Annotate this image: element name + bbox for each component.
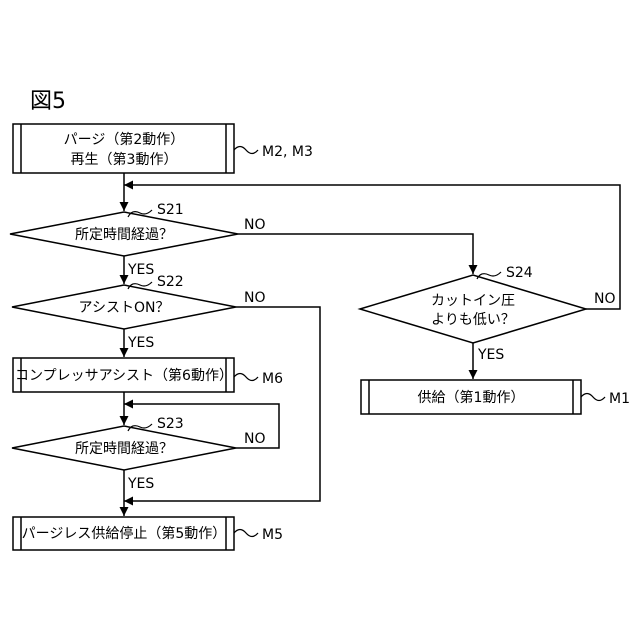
decision-s23: 所定時間経過？ xyxy=(12,426,236,470)
s22-text: アシストON？ xyxy=(79,300,170,316)
s21-yes-label: YES xyxy=(127,262,154,278)
purge-stop-ref-label: M5 xyxy=(262,527,283,543)
decision-s21: 所定時間経過？ xyxy=(10,212,238,256)
s23-step-label: S23 xyxy=(157,416,184,432)
s24-no-label: NO xyxy=(594,291,616,307)
supply-box: 供給（第1動作） xyxy=(361,380,581,414)
compressor-assist-text: コンプレッサアシスト（第6動作） xyxy=(15,367,233,384)
figure-label: 図5 xyxy=(30,89,66,114)
purge-regeneration-box: パージ（第2動作） 再生（第3動作） xyxy=(13,124,234,173)
supply-text: 供給（第1動作） xyxy=(418,389,525,406)
decision-s22: アシストON？ xyxy=(12,285,236,329)
s21-no-label: NO xyxy=(244,217,266,233)
purge-ref-label: M2, M3 xyxy=(262,144,313,160)
s21-step-label: S21 xyxy=(157,202,184,218)
s22-no-label: NO xyxy=(244,290,266,306)
decision-s24: カットイン圧 よりも低い？ xyxy=(360,275,586,343)
s24-yes-label: YES xyxy=(477,347,504,363)
s24-step-label: S24 xyxy=(506,265,533,281)
purge-stop-box: パージレス供給停止（第5動作） xyxy=(13,517,234,550)
purge-stop-text: パージレス供給停止（第5動作） xyxy=(22,525,227,542)
compressor-assist-box: コンプレッサアシスト（第6動作） xyxy=(13,358,234,392)
supply-ref-label: M1 xyxy=(609,391,630,407)
purge-stop-ref-leader xyxy=(234,530,258,537)
s23-no-label: NO xyxy=(244,431,266,447)
purge-box-line2: 再生（第3動作） xyxy=(71,151,178,168)
s22-yes-label: YES xyxy=(127,335,154,351)
arrow-s21-no xyxy=(238,234,473,274)
compressor-ref-label: M6 xyxy=(262,371,283,387)
s23-yes-label: YES xyxy=(127,476,154,492)
s21-text: 所定時間経過？ xyxy=(75,227,173,243)
purge-ref-leader xyxy=(234,147,258,154)
purge-box-line1: パージ（第2動作） xyxy=(64,131,185,148)
compressor-ref-leader xyxy=(234,374,258,381)
supply-ref-leader xyxy=(581,394,605,401)
s22-step-label: S22 xyxy=(157,274,184,290)
s24-text-line2: よりも低い？ xyxy=(431,312,515,328)
arrow-s24-no-loop xyxy=(124,185,620,309)
s24-text-line1: カットイン圧 xyxy=(431,293,515,309)
s23-text: 所定時間経過？ xyxy=(75,441,173,457)
